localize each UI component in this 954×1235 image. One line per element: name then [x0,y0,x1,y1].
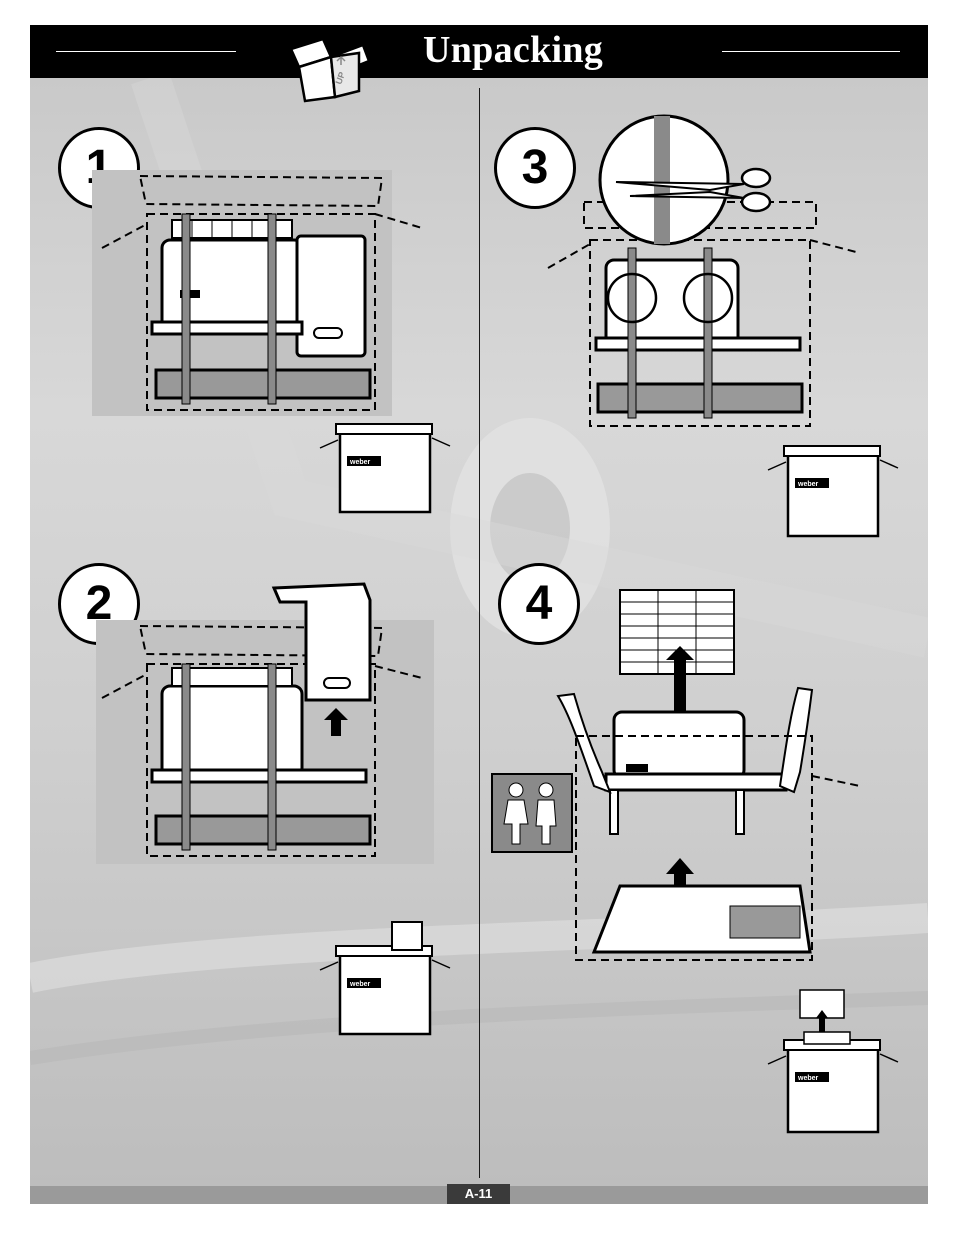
step-2-illustration: weber [92,580,452,1050]
step-1-illustration: weber [92,170,452,520]
step-3-carton-brand: weber [797,481,819,488]
step-2-carton-brand: weber [349,981,371,988]
step-3-illustration: weber [540,108,910,548]
step-1-carton-brand: weber [349,459,371,466]
open-box-icon: UP [283,35,371,105]
header-rule-left [56,51,236,52]
step-4-illustration: weber [490,586,910,1136]
page-title: Unpacking [423,27,603,73]
header-bar: Unpacking [30,25,928,78]
page-number: A-11 [447,1184,510,1204]
header-rule-right [722,51,900,52]
step-4-carton-brand: weber [797,1075,819,1082]
two-people-icon [492,774,572,852]
column-divider [479,88,480,1178]
